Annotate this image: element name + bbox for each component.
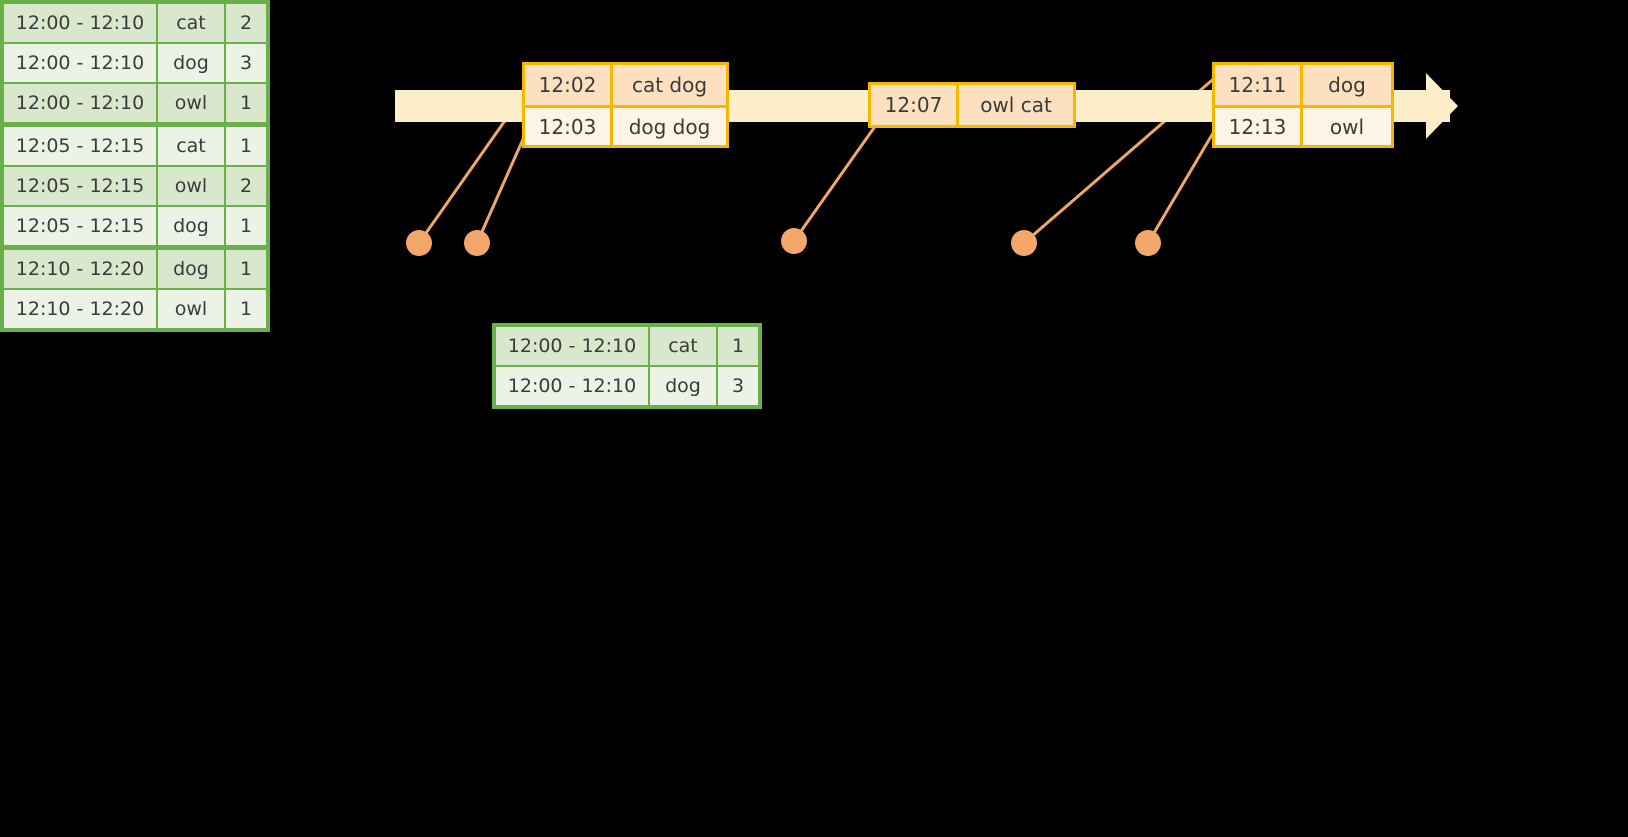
cell-word: owl xyxy=(158,167,224,205)
event-time: 12:11 xyxy=(1215,65,1303,105)
cell-count: 1 xyxy=(226,290,266,328)
cell-count: 1 xyxy=(226,84,266,122)
connector-5 xyxy=(1146,127,1218,244)
cell-window: 12:00 - 12:10 xyxy=(496,367,648,405)
event-row: 12:03 dog dog xyxy=(525,105,726,145)
event-words: owl xyxy=(1329,114,1365,139)
event-box-3[interactable]: 12:11 dog 12:13 owl xyxy=(1212,62,1394,148)
event-time: 12:07 xyxy=(871,85,959,125)
connector-2 xyxy=(475,127,530,244)
cell-word: cat xyxy=(158,127,224,165)
event-time: 12:02 xyxy=(525,65,613,105)
event-box-1[interactable]: 12:02 cat dog 12:03 dog dog xyxy=(522,62,729,148)
cell-word: dog xyxy=(650,367,716,405)
cell-count: 1 xyxy=(226,207,266,245)
connector-3 xyxy=(792,124,878,242)
event-words: dog dog xyxy=(628,114,711,139)
cell-count: 3 xyxy=(226,44,266,82)
timeline-arrow-icon xyxy=(1426,73,1458,139)
cell-window: 12:00 - 12:10 xyxy=(4,44,156,82)
trigger-dot-5 xyxy=(1135,230,1161,256)
cell-window: 12:00 - 12:10 xyxy=(496,327,648,365)
trigger-dot-1 xyxy=(406,230,432,256)
event-words: owl cat xyxy=(980,93,1052,117)
cell-window: 12:10 - 12:20 xyxy=(4,250,156,288)
cell-word: owl xyxy=(158,84,224,122)
event-time: 12:03 xyxy=(525,108,613,145)
cell-count: 1 xyxy=(718,327,758,365)
cell-window: 12:05 - 12:15 xyxy=(4,207,156,245)
cell-word: cat xyxy=(650,327,716,365)
cell-window: 12:05 - 12:15 xyxy=(4,127,156,165)
cell-word: dog xyxy=(158,44,224,82)
cell-word: dog xyxy=(158,207,224,245)
cell-window: 12:05 - 12:15 xyxy=(4,167,156,205)
cell-count: 2 xyxy=(226,4,266,42)
trigger-dot-4 xyxy=(1011,230,1037,256)
cell-window: 12:00 - 12:10 xyxy=(4,4,156,42)
event-words: cat dog xyxy=(631,73,708,97)
event-row: 12:02 cat dog xyxy=(525,65,726,105)
cell-count: 3 xyxy=(718,367,758,405)
trigger-dot-2 xyxy=(464,230,490,256)
cell-word: dog xyxy=(158,250,224,288)
event-row: 12:07 owl cat xyxy=(871,85,1073,125)
cell-count: 2 xyxy=(226,167,266,205)
event-box-2[interactable]: 12:07 owl cat xyxy=(868,82,1076,128)
cell-window: 12:00 - 12:10 xyxy=(4,84,156,122)
event-row: 12:11 dog xyxy=(1215,65,1391,105)
cell-word: cat xyxy=(158,4,224,42)
cell-window: 12:10 - 12:20 xyxy=(4,290,156,328)
event-row: 12:13 owl xyxy=(1215,105,1391,145)
event-time: 12:13 xyxy=(1215,108,1303,145)
cell-count: 1 xyxy=(226,250,266,288)
cell-word: owl xyxy=(158,290,224,328)
trigger-dot-group xyxy=(406,228,1161,256)
cell-count: 1 xyxy=(226,127,266,165)
trigger-dot-3 xyxy=(781,228,807,254)
event-words: dog xyxy=(1328,73,1366,97)
